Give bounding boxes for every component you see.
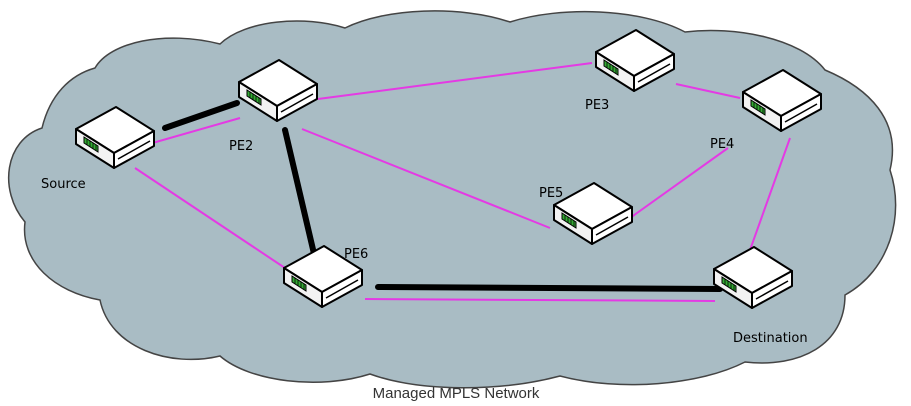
- link-pe5-pe4: [629, 147, 729, 219]
- label-pe6: PE6: [344, 247, 368, 262]
- link-pe4-destination: [744, 137, 791, 265]
- link-pe3-pe4: [675, 83, 741, 99]
- path-pe2-pe6: [282, 127, 318, 261]
- link-pe6-destination: [364, 298, 716, 302]
- label-pe2: PE2: [229, 139, 253, 154]
- path-pe6-destination: [375, 284, 723, 292]
- network-links: [134, 62, 791, 302]
- link-source-pe6: [134, 167, 286, 269]
- label-pe3: PE3: [585, 98, 609, 113]
- path-source-pe2: [162, 100, 240, 131]
- link-pe2-pe3: [317, 62, 593, 100]
- label-source: Source: [41, 177, 86, 192]
- label-pe5: PE5: [539, 186, 563, 201]
- label-destination: Destination: [733, 331, 808, 346]
- link-pe2-pe5: [301, 128, 551, 229]
- label-pe4: PE4: [710, 137, 734, 152]
- diagram-caption: Managed MPLS Network: [373, 385, 540, 402]
- highlighted-path: [162, 100, 723, 292]
